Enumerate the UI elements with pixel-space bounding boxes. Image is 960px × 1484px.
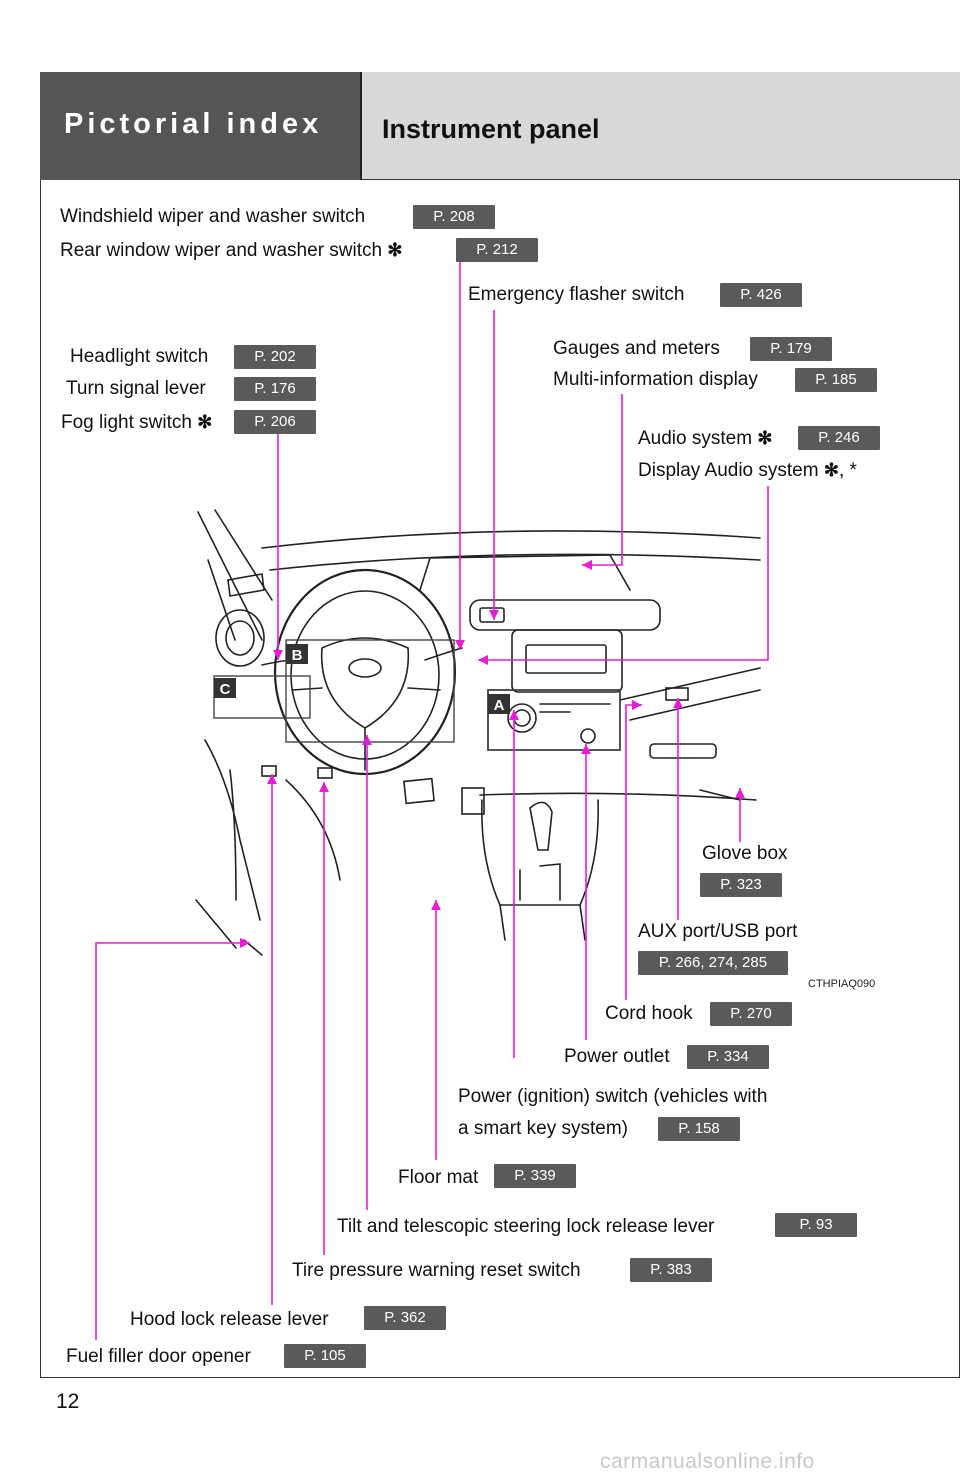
page-ref-audio[interactable]: P. 246 bbox=[798, 426, 880, 450]
page-title: Instrument panel bbox=[382, 114, 600, 144]
label-hood-lock: Hood lock release lever bbox=[130, 1309, 329, 1330]
asterisk-icon: ✻ bbox=[757, 428, 773, 448]
leader-audio bbox=[478, 486, 769, 661]
marker-box-a bbox=[487, 689, 621, 751]
page-ref-glove-box[interactable]: P. 323 bbox=[700, 873, 782, 897]
page-ref-windshield-wiper[interactable]: P. 208 bbox=[413, 205, 495, 229]
label-tilt-telescopic: Tilt and telescopic steering lock releas… bbox=[337, 1216, 715, 1237]
section-title: Pictorial index bbox=[64, 108, 323, 140]
page-header: Instrument panel bbox=[362, 72, 960, 180]
marker-box-b bbox=[285, 639, 455, 743]
label-power-switch-line2: a smart key system) bbox=[458, 1118, 628, 1139]
label-gauges: Gauges and meters bbox=[553, 338, 720, 359]
label-display-audio: Display Audio system ✻, * bbox=[638, 460, 857, 481]
page-ref-floor-mat[interactable]: P. 339 bbox=[494, 1164, 576, 1188]
label-windshield-wiper: Windshield wiper and washer switch bbox=[60, 206, 366, 227]
page-number: 12 bbox=[56, 1390, 80, 1413]
label-power-switch-line1: Power (ignition) switch (vehicles with bbox=[458, 1086, 768, 1107]
leader-lines bbox=[95, 262, 769, 1340]
marker-box-c bbox=[213, 675, 311, 719]
page-ref-emergency-flasher[interactable]: P. 426 bbox=[720, 283, 802, 307]
page-ref-gauges[interactable]: P. 179 bbox=[750, 337, 832, 361]
page-ref-aux-port[interactable]: P. 266, 274, 285 bbox=[638, 951, 788, 975]
leader-arrowheads bbox=[240, 560, 745, 948]
label-multi-info: Multi-information display bbox=[553, 369, 758, 390]
leader-gauges bbox=[582, 394, 623, 566]
label-glove-box: Glove box bbox=[702, 843, 788, 864]
marker-c: C bbox=[220, 681, 231, 698]
section-header: Pictorial index bbox=[40, 72, 362, 180]
label-aux-port: AUX port/USB port bbox=[638, 921, 798, 942]
page-ref-rear-wiper[interactable]: P. 212 bbox=[456, 238, 538, 262]
page-ref-multi-info[interactable]: P. 185 bbox=[795, 368, 877, 392]
page-ref-cord-hook[interactable]: P. 270 bbox=[710, 1002, 792, 1026]
label-cord-hook: Cord hook bbox=[605, 1003, 693, 1024]
asterisk-icon: ✻ bbox=[823, 460, 839, 480]
page-ref-tilt-telescopic[interactable]: P. 93 bbox=[775, 1213, 857, 1237]
page-ref-tire-pressure[interactable]: P. 383 bbox=[630, 1258, 712, 1282]
label-fuel-filler: Fuel filler door opener bbox=[66, 1346, 251, 1367]
page-ref-turn-signal[interactable]: P. 176 bbox=[234, 377, 316, 401]
dashboard-drawing bbox=[195, 509, 761, 956]
page-ref-hood-lock[interactable]: P. 362 bbox=[364, 1306, 446, 1330]
page-ref-power-switch[interactable]: P. 158 bbox=[658, 1117, 740, 1141]
marker-b: B bbox=[292, 647, 303, 664]
asterisk-icon: ✻ bbox=[387, 240, 403, 260]
label-audio: Audio system ✻ bbox=[638, 428, 773, 449]
asterisk-icon: ✻ bbox=[197, 412, 213, 432]
page-ref-fuel-filler[interactable]: P. 105 bbox=[284, 1344, 366, 1368]
label-floor-mat: Floor mat bbox=[398, 1167, 479, 1188]
label-emergency-flasher: Emergency flasher switch bbox=[468, 284, 685, 305]
page-ref-fog-light[interactable]: P. 206 bbox=[234, 410, 316, 434]
page-ref-headlight[interactable]: P. 202 bbox=[234, 345, 316, 369]
figure-caption: CTHPIAQ090 bbox=[808, 978, 876, 990]
page-ref-power-outlet[interactable]: P. 334 bbox=[687, 1045, 769, 1069]
label-power-outlet: Power outlet bbox=[564, 1046, 670, 1067]
label-tire-pressure: Tire pressure warning reset switch bbox=[292, 1260, 581, 1281]
label-turn-signal: Turn signal lever bbox=[66, 378, 206, 399]
label-rear-wiper: Rear window wiper and washer switch ✻ bbox=[60, 240, 403, 261]
leader-fuel-filler bbox=[95, 942, 250, 1340]
label-headlight: Headlight switch bbox=[70, 346, 209, 367]
label-fog-light: Fog light switch ✻ bbox=[61, 412, 213, 433]
watermark: carmanualsonline.info bbox=[600, 1450, 815, 1473]
marker-a: A bbox=[494, 697, 505, 714]
